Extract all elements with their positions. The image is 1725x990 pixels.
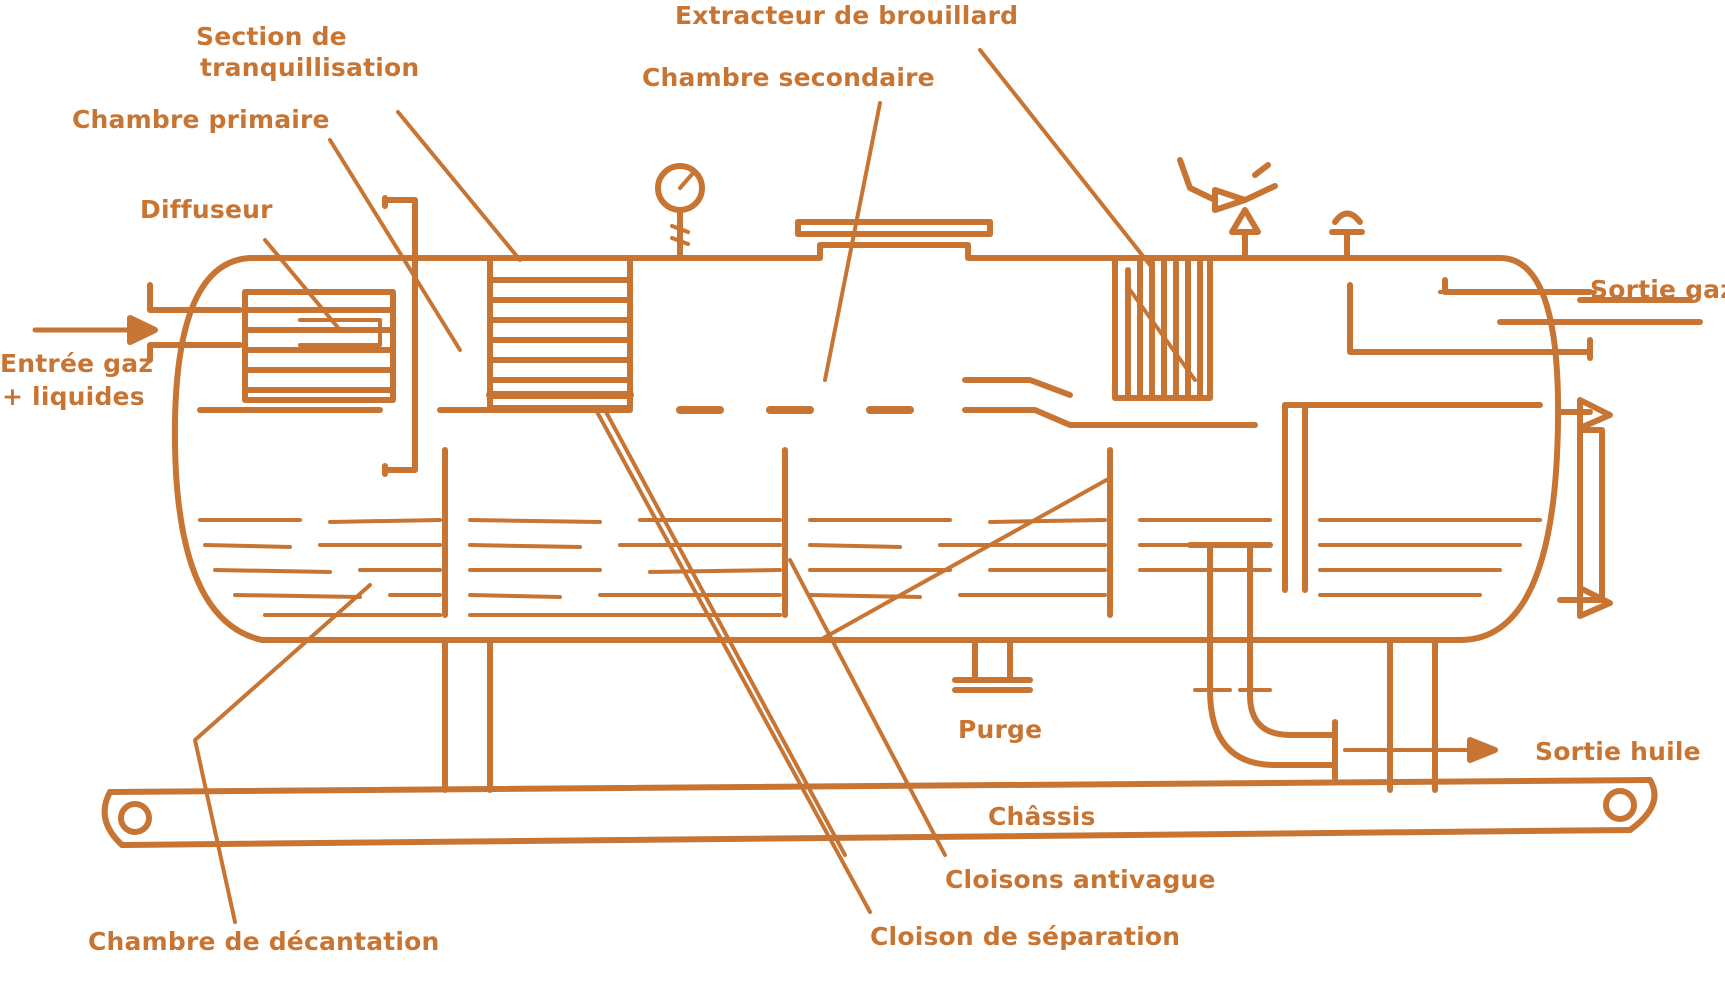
liquid-surface xyxy=(198,518,1542,617)
purge-nozzle xyxy=(952,637,1033,693)
level-gauge-icon xyxy=(1557,397,1613,619)
oil-outlet-pipe xyxy=(1187,542,1498,781)
label-section-tranquillisation-1: Section de xyxy=(196,22,347,51)
separation-baffle xyxy=(437,377,1258,428)
pressure-gauge-icon xyxy=(655,163,705,261)
label-section-tranquillisation-2: tranquillisation xyxy=(200,53,419,82)
label-cloison-separation: Cloison de séparation xyxy=(870,922,1180,951)
diffuser xyxy=(242,289,396,403)
manhole xyxy=(795,219,993,237)
mist-extractor xyxy=(1112,255,1213,401)
label-entree-1: Entrée gaz xyxy=(0,349,153,378)
chassis xyxy=(101,777,1658,848)
inlet-nozzle xyxy=(32,282,243,363)
primary-downcomer xyxy=(382,195,418,477)
label-cloisons-antivague: Cloisons antivague xyxy=(945,865,1216,894)
label-diffuseur: Diffuseur xyxy=(140,195,273,224)
supports xyxy=(442,637,1438,793)
label-chambre-decantation: Chambre de décantation xyxy=(88,927,440,956)
leader-lines xyxy=(193,48,1597,924)
vent-cap-icon xyxy=(1329,210,1365,261)
safety-valve-icon xyxy=(1177,157,1278,261)
weir xyxy=(1282,402,1543,593)
tranquillisation-section xyxy=(486,255,634,411)
label-chassis: Châssis xyxy=(988,802,1096,831)
label-entree-2: + liquides xyxy=(2,382,145,411)
label-purge: Purge xyxy=(958,715,1042,744)
label-chambre-secondaire: Chambre secondaire xyxy=(642,63,935,92)
vessel-shell xyxy=(171,242,1562,643)
label-sortie-huile: Sortie huile xyxy=(1535,737,1701,766)
label-extracteur-brouillard: Extracteur de brouillard xyxy=(675,1,1018,30)
label-chambre-primaire: Chambre primaire xyxy=(72,105,330,134)
label-sortie-gaz: Sortie gaz xyxy=(1590,275,1725,304)
